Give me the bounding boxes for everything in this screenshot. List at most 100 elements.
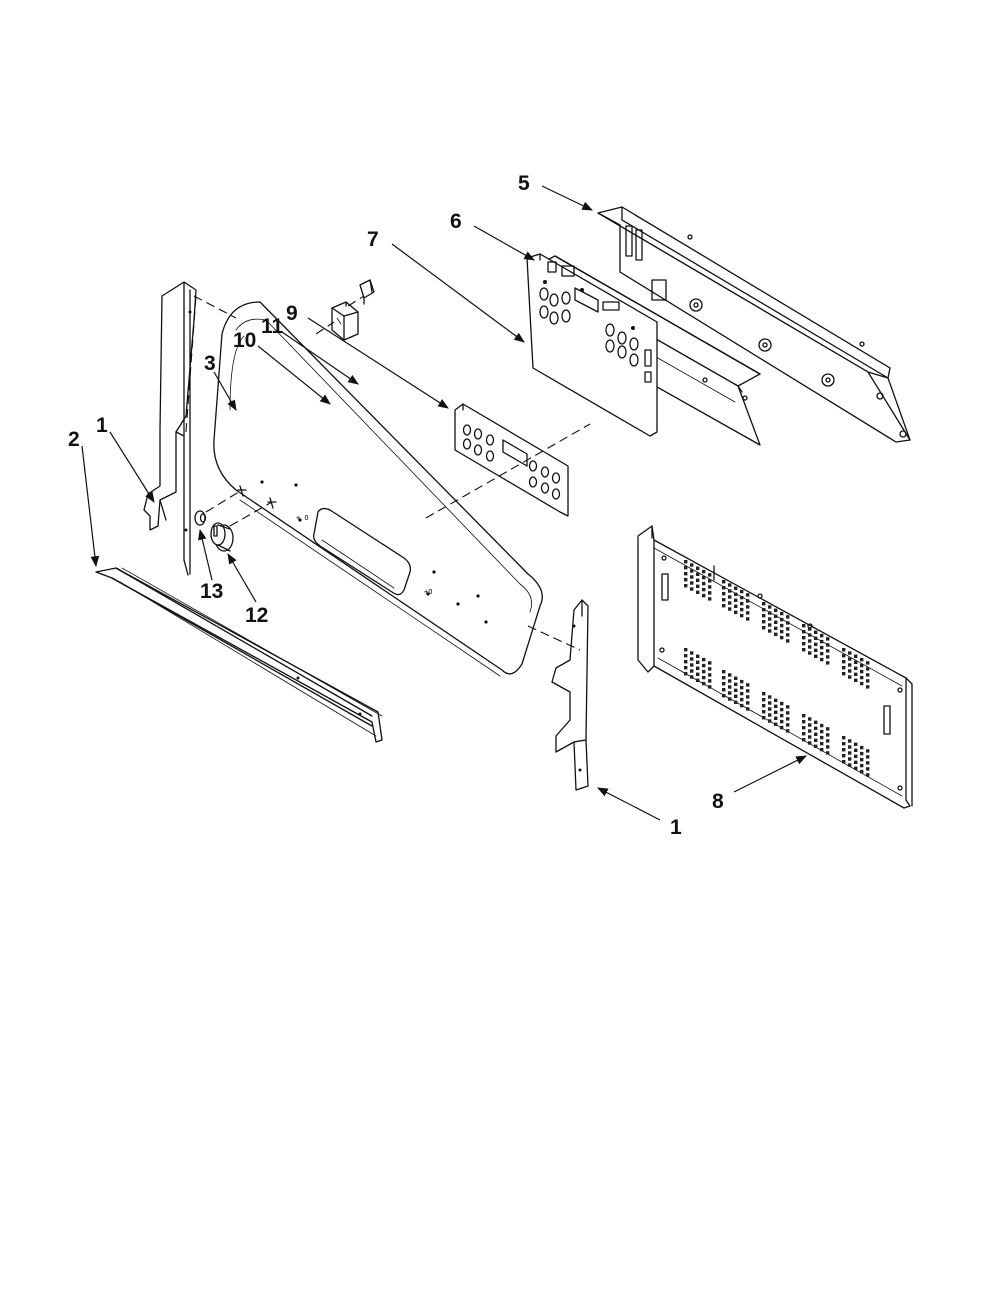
vent-hole xyxy=(768,611,772,615)
vent-hole xyxy=(722,604,726,608)
vent-hole xyxy=(768,605,772,609)
vent-hole xyxy=(774,620,778,624)
vent-hole xyxy=(740,685,744,690)
vent-hole xyxy=(708,679,712,683)
vent-hole xyxy=(762,698,766,702)
vent-hole xyxy=(746,689,750,693)
vent-hole xyxy=(826,649,830,653)
callout-1-right: 1 xyxy=(670,816,682,839)
callout-7: 7 xyxy=(367,228,379,251)
vent-hole xyxy=(708,573,712,577)
vent-hole xyxy=(786,621,790,625)
vent-hole xyxy=(722,682,726,686)
vent-hole xyxy=(740,697,744,702)
vent-hole xyxy=(820,735,824,740)
vent-hole xyxy=(842,672,846,676)
vent-hole xyxy=(774,626,778,630)
vent-hole xyxy=(702,681,706,686)
vent-hole xyxy=(746,617,750,621)
vent-hole xyxy=(854,666,858,670)
vent-hole xyxy=(762,602,766,606)
vent-hole xyxy=(808,627,812,631)
vent-hole xyxy=(696,666,700,670)
vent-hole xyxy=(734,604,738,608)
vent-hole xyxy=(842,660,846,664)
vent-hole xyxy=(768,707,772,711)
vent-hole xyxy=(702,569,706,574)
vent-hole xyxy=(808,729,812,733)
vent-hole xyxy=(684,572,688,576)
vent-hole xyxy=(814,720,818,724)
vent-hole xyxy=(802,732,806,736)
vent-hole xyxy=(722,676,726,680)
part-2-trim xyxy=(95,567,383,743)
vent-hole xyxy=(854,660,858,664)
callout-2: 2 xyxy=(68,428,80,451)
vent-hole xyxy=(842,666,846,670)
vent-hole xyxy=(708,579,712,583)
vent-hole xyxy=(696,584,700,588)
vent-hole xyxy=(780,635,784,640)
part-13-spacer xyxy=(194,510,207,526)
part-7-control-board xyxy=(526,253,658,437)
vent-hole xyxy=(684,666,688,670)
vent-hole xyxy=(722,670,726,674)
vent-hole xyxy=(740,679,744,684)
vent-hole xyxy=(848,757,852,761)
vent-hole xyxy=(814,630,818,634)
vent-hole xyxy=(740,703,744,708)
vent-hole xyxy=(690,675,694,679)
vent-hole xyxy=(786,717,790,721)
vent-hole xyxy=(734,700,738,704)
vent-hole xyxy=(786,729,790,733)
vent-hole xyxy=(786,711,790,715)
vent-hole xyxy=(768,617,772,621)
vent-hole xyxy=(762,626,766,630)
vent-hole xyxy=(740,595,744,600)
vent-hole xyxy=(860,657,864,662)
vent-hole xyxy=(842,742,846,746)
vent-hole xyxy=(708,673,712,677)
vent-hole xyxy=(702,593,706,598)
vent-hole xyxy=(702,575,706,580)
vent-hole xyxy=(854,748,858,752)
vent-hole xyxy=(860,763,864,768)
vent-hole xyxy=(854,766,858,770)
vent-hole xyxy=(746,611,750,615)
vent-hole xyxy=(820,729,824,734)
callout-12: 12 xyxy=(245,604,268,627)
vent-hole xyxy=(708,585,712,589)
part-11-clip xyxy=(359,279,375,305)
vent-hole xyxy=(762,620,766,624)
vent-hole xyxy=(866,685,870,689)
vent-hole xyxy=(820,747,824,752)
vent-hole xyxy=(820,639,824,644)
vent-hole xyxy=(762,692,766,696)
vent-hole xyxy=(746,707,750,711)
vent-hole xyxy=(866,755,870,759)
vent-hole xyxy=(848,763,852,767)
vent-hole xyxy=(774,722,778,726)
vent-hole xyxy=(734,676,738,680)
part-3-control-panel: + O +O xyxy=(213,301,543,677)
vent-hole xyxy=(826,661,830,665)
vent-hole xyxy=(690,575,694,579)
vent-hole xyxy=(820,741,824,746)
vent-hole xyxy=(802,648,806,652)
callout-5: 5 xyxy=(518,172,530,195)
vent-hole xyxy=(814,636,818,640)
vent-hole xyxy=(826,727,830,731)
vent-hole xyxy=(728,601,732,605)
vent-hole xyxy=(728,595,732,599)
vent-hole xyxy=(768,713,772,717)
vent-hole xyxy=(708,661,712,665)
vent-hole xyxy=(690,581,694,585)
vent-hole xyxy=(826,751,830,755)
vent-hole xyxy=(734,688,738,692)
callout-8: 8 xyxy=(712,790,724,813)
vent-hole xyxy=(774,632,778,636)
vent-hole xyxy=(728,583,732,587)
vent-hole xyxy=(842,648,846,652)
vent-hole xyxy=(740,607,744,612)
callout-10: 10 xyxy=(233,329,256,352)
